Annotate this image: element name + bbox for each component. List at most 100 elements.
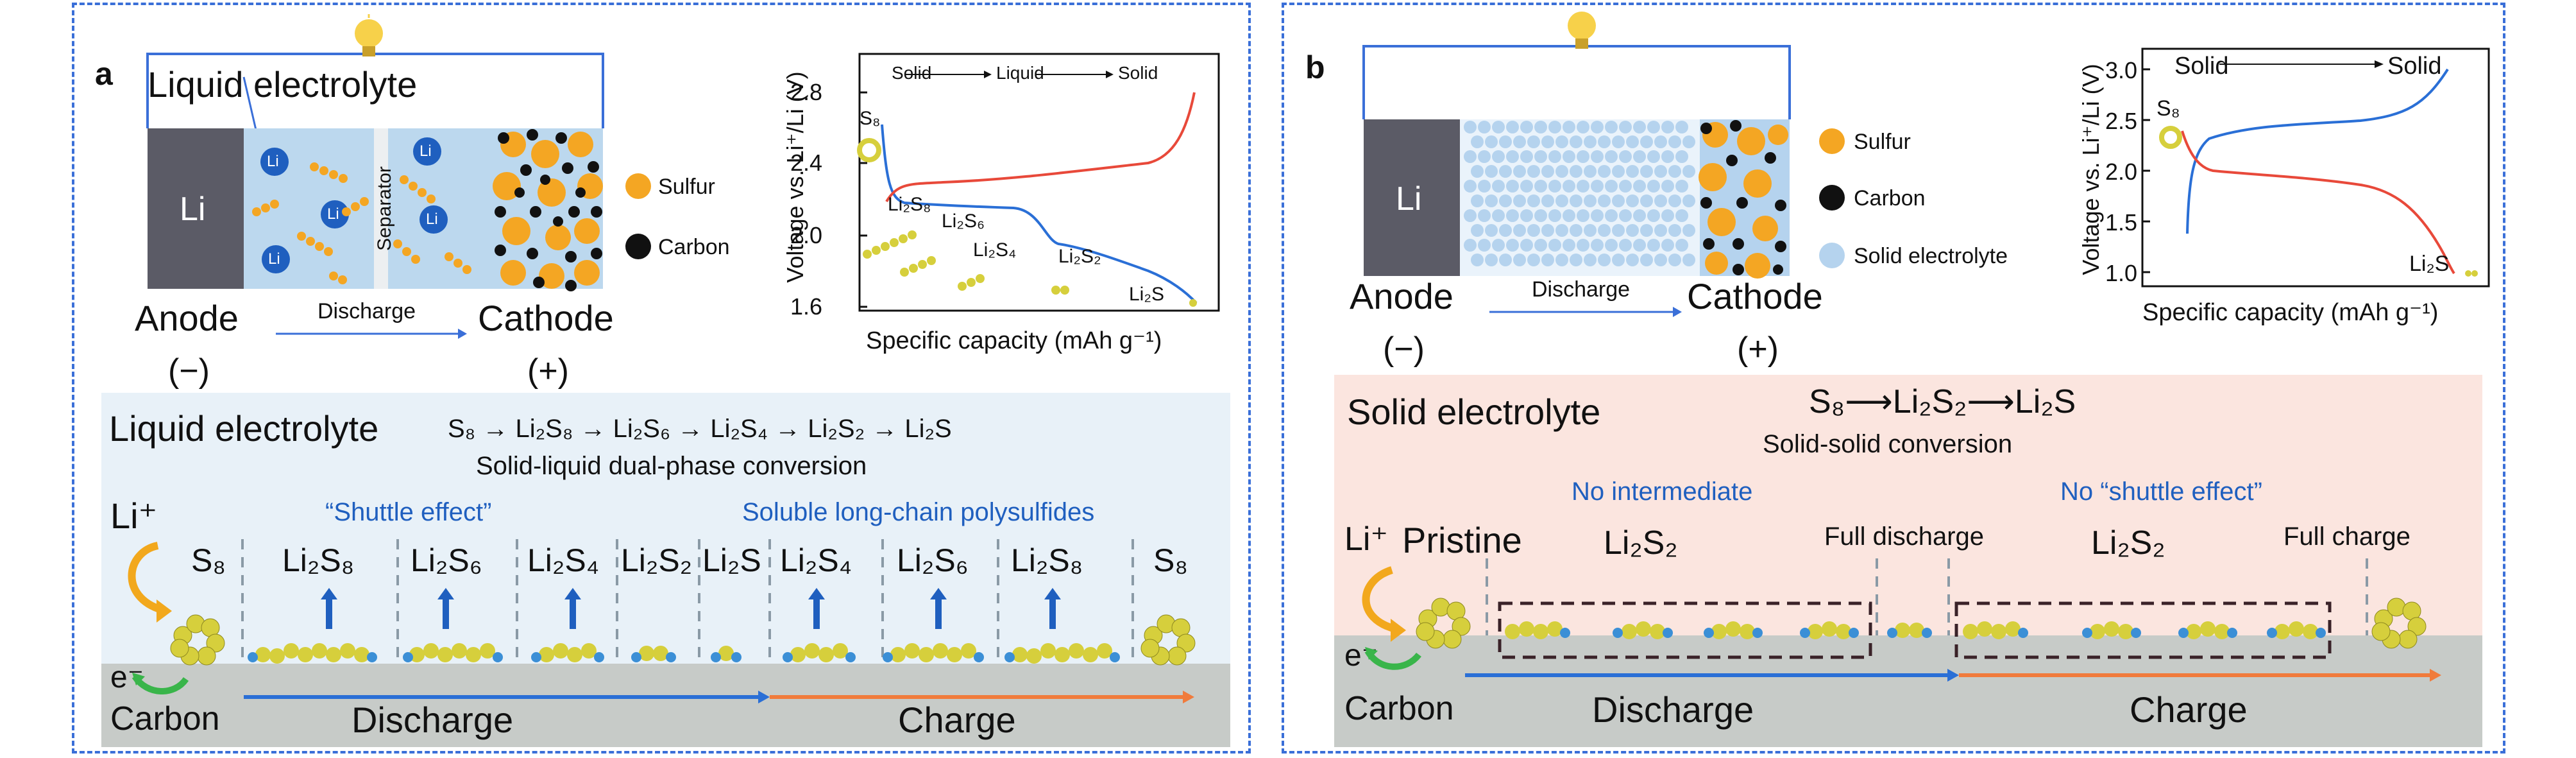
solid-electrolyte-particle [1513, 194, 1526, 207]
discharge-label-b: Discharge [1592, 689, 1754, 730]
solid-electrolyte-particle [1668, 254, 1681, 266]
bottom-a-title: Liquid electrolyte [109, 408, 379, 449]
solid-electrolyte-particle [1675, 239, 1688, 252]
species-a-2: Li₂S₆ [411, 542, 482, 578]
solid-electrolyte-particle [1612, 224, 1625, 237]
solid-electrolyte-particle [1682, 165, 1695, 178]
solid-electrolyte-particle [1633, 180, 1646, 193]
solid-electrolyte-particle [1647, 180, 1660, 193]
solid-electrolyte-particle [1626, 254, 1639, 266]
solid-electrolyte-particle [1668, 165, 1681, 178]
solid-electrolyte-particle [1633, 150, 1646, 163]
solid-electrolyte-particle [1492, 239, 1505, 252]
bulb-icon [355, 14, 383, 56]
solid-electrolyte-particle [1612, 254, 1625, 266]
anode-sign-b: (−) [1383, 331, 1425, 368]
legend-carbon-a: Carbon [658, 235, 730, 259]
species-a-7: Li₂S₆ [897, 542, 969, 578]
carbon-substrate-a [101, 664, 1230, 747]
chart-a-species-li2s4: Li₂S₄ [973, 239, 1017, 261]
solid-electrolyte-particle [1661, 239, 1674, 252]
chart-b-xlabel: Specific capacity (mAh g⁻¹) [2142, 299, 2439, 326]
li-anode-text: Li [180, 191, 206, 228]
solid-electrolyte-particle [1555, 135, 1568, 148]
li-ion-a3: Li [268, 250, 280, 268]
solid-electrolyte-particle [1570, 194, 1582, 207]
solid-electrolyte-particle [1506, 150, 1519, 163]
solid-electrolyte-particle [1577, 121, 1589, 134]
species-a-8: Li₂S₈ [1011, 542, 1083, 578]
solid-electrolyte-particle [1584, 135, 1597, 148]
solid-electrolyte-particle [1471, 165, 1484, 178]
solid-electrolyte-particle [1612, 165, 1625, 178]
solid-electrolyte-particle [1626, 135, 1639, 148]
solid-electrolyte-particle [1548, 180, 1561, 193]
solid-electrolyte-particle [1485, 165, 1498, 178]
species-a-1: Li₂S₈ [282, 542, 355, 578]
chart-b-ytick-30: 3.0 [2105, 57, 2138, 83]
solid-electrolyte-particle [1584, 254, 1597, 266]
solid-electrolyte-particle [1605, 150, 1618, 163]
li-ion-a4: Li [419, 142, 432, 160]
solid-electrolyte-particle [1506, 239, 1519, 252]
chart-b-ytick-10: 1.0 [2105, 260, 2138, 286]
solid-electrolyte-particle [1661, 180, 1674, 193]
solid-electrolyte-particle [1471, 224, 1484, 237]
solid-electrolyte-particle [1471, 194, 1484, 207]
li-ion-label-a: Li⁺ [110, 495, 158, 536]
solid-electrolyte-particle [1506, 180, 1519, 193]
solid-electrolyte-particle [1619, 180, 1632, 193]
solid-electrolyte-particle [1647, 121, 1660, 134]
solid-electrolyte-particle [1591, 180, 1604, 193]
no-intermediate-label: No intermediate [1572, 478, 1753, 506]
solid-electrolyte-particle [1598, 135, 1611, 148]
solid-electrolyte-particle [1492, 150, 1505, 163]
separator [374, 128, 388, 289]
panel-a [72, 3, 1251, 754]
solid-electrolyte-particle [1640, 254, 1653, 266]
solid-electrolyte-particle [1577, 150, 1589, 163]
solid-electrolyte-particle [1612, 194, 1625, 207]
chart-b-species-li2s: Li₂S [2409, 252, 2450, 276]
solid-electrolyte-particle [1520, 239, 1533, 252]
legend-sulfur-a: Sulfur [658, 175, 715, 199]
solid-electrolyte-particle [1584, 165, 1597, 178]
chart-a-species-li2s2: Li₂S₂ [1058, 246, 1101, 267]
solid-electrolyte-particle [1675, 121, 1688, 134]
solid-electrolyte-particle [1534, 150, 1547, 163]
solid-electrolyte-particle [1492, 121, 1505, 134]
solid-electrolyte-particle [1591, 209, 1604, 222]
solid-electrolyte-particle [1527, 224, 1540, 237]
full-discharge-label: Full discharge [1824, 522, 1985, 551]
chart-a-species-s8: S₈ [860, 108, 881, 129]
solid-electrolyte-particle [1619, 239, 1632, 252]
solid-electrolyte-particle [1682, 224, 1695, 237]
solid-electrolyte-particle [1541, 194, 1554, 207]
solid-electrolyte-particle [1485, 135, 1498, 148]
li-anode-block-b [1364, 119, 1460, 276]
solid-electrolyte-particle [1640, 224, 1653, 237]
chart-a-ytick-28: 2.8 [790, 79, 823, 105]
solid-electrolyte-particle [1499, 254, 1512, 266]
solid-electrolyte-particle [1591, 121, 1604, 134]
solid-electrolyte-particle [1506, 121, 1519, 134]
solid-electrolyte-particle [1619, 121, 1632, 134]
discharge-arrow-label-a: Discharge [318, 299, 416, 323]
li-ion-a1: Li [267, 153, 279, 170]
solid-electrolyte-particle [1570, 254, 1582, 266]
chart-a [857, 53, 1220, 312]
solid-electrolyte-particle [1548, 239, 1561, 252]
li-ion-a5: Li [426, 211, 438, 228]
solid-electrolyte-particle [1647, 239, 1660, 252]
solid-electrolyte-particle [1534, 239, 1547, 252]
solid-electrolyte-particle [1633, 209, 1646, 222]
solid-electrolyte-particle [1598, 165, 1611, 178]
solid-electrolyte-particle [1478, 209, 1491, 222]
solid-electrolyte-particle [1527, 254, 1540, 266]
solid-electrolyte-particle [1478, 150, 1491, 163]
species-a-9: S₈ [1153, 542, 1189, 578]
solid-electrolyte-particle [1577, 239, 1589, 252]
chart-a-ytick-20: 2.0 [790, 222, 823, 248]
solid-electrolyte-particle [1626, 224, 1639, 237]
